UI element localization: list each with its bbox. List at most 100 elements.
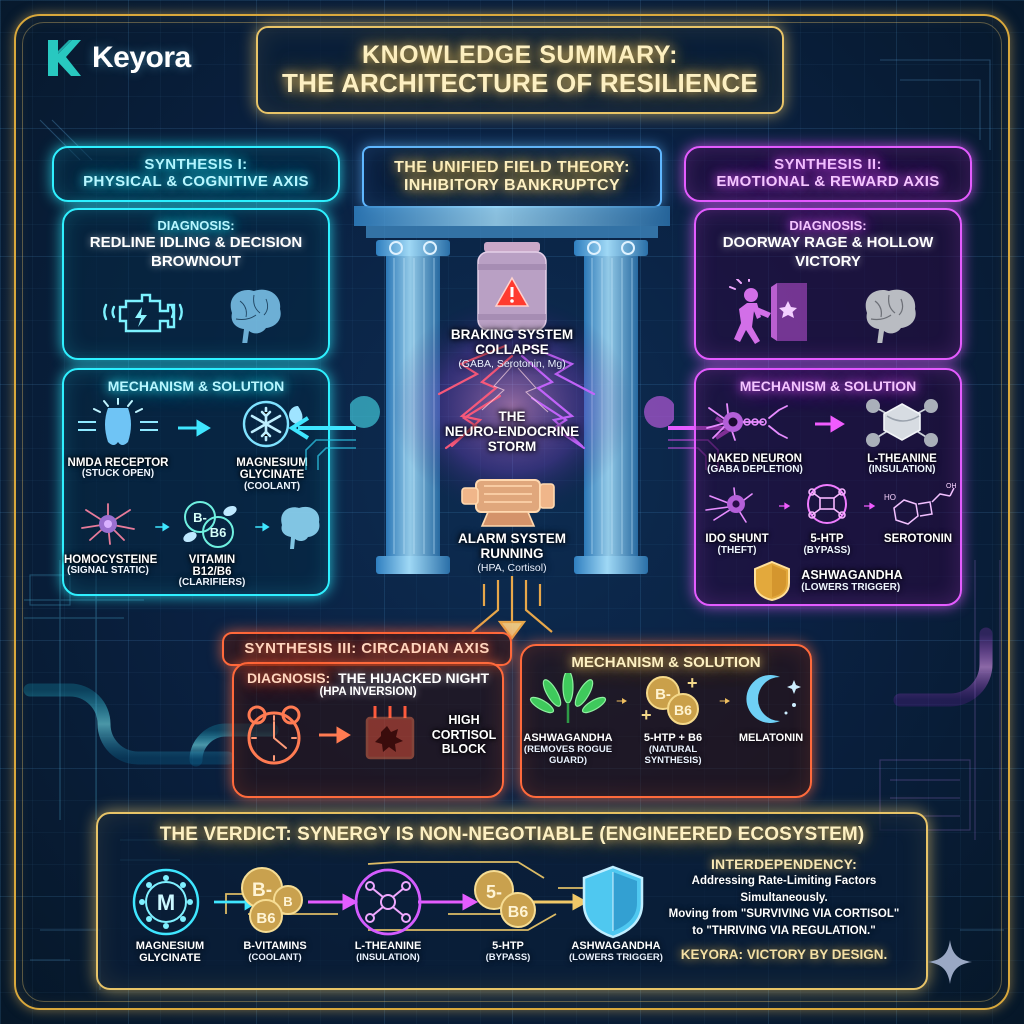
- arrow-right-icon: [616, 698, 627, 704]
- circ-step1-note: (REMOVES ROGUE GUARD): [523, 744, 613, 767]
- chain-1-name: MAGNESIUM GLYCINATE: [135, 940, 205, 965]
- synthesis-3-header-text: SYNTHESIS III: CIRCADIAN AXIS: [244, 639, 490, 657]
- connector-arrow-left: [288, 416, 356, 470]
- gold-shield-icon: [754, 561, 791, 602]
- svg-text:B6: B6: [674, 702, 692, 718]
- nmda-receptor-icon: [78, 397, 158, 445]
- synthesis-1-header: SYNTHESIS I: PHYSICAL & COGNITIVE AXIS: [52, 146, 340, 202]
- right-m-r2-i1-name: IDO SHUNT: [705, 533, 769, 546]
- arrow-right-icon: [178, 419, 211, 437]
- center-mid-line3: STORM: [487, 438, 537, 454]
- verdict-title: THE VERDICT: SYNERGY IS NON-NEGOTIABLE (…: [159, 824, 865, 845]
- chain-3-note: (INSULATION): [356, 952, 420, 964]
- center-top-line1: BRAKING SYSTEM: [450, 327, 574, 342]
- circ-diagnosis-item2-label: HIGH CORTISOL BLOCK: [431, 713, 497, 757]
- inflamed-neuron-icon: [81, 502, 135, 545]
- b-vitamin-pills-icon: B- B6 + +: [641, 673, 699, 725]
- center-top-note: (GABA, Serotonin, Mg): [458, 357, 566, 370]
- chain-label-3: L-THEANINE (INSULATION): [328, 940, 448, 963]
- right-m-r1-i1-note: (GABA DEPLETION): [707, 464, 803, 476]
- brain-icon: [230, 289, 281, 343]
- synthesis-1-header-line2: PHYSICAL & COGNITIVE AXIS: [83, 173, 309, 190]
- svg-text:+: +: [687, 673, 698, 693]
- unified-field-header: THE UNIFIED FIELD THEORY: INHIBITORY BAN…: [362, 146, 662, 208]
- right-diagnosis-line1: DOORWAY RAGE & HOLLOW: [722, 234, 934, 251]
- left-m-r1-i1-note: (STUCK OPEN): [81, 468, 155, 480]
- left-m-r1-i2-name: MAGNESIUM GLYCINATE: [236, 457, 308, 482]
- interdependency-line4: to "THRIVING VIA REGULATION.": [692, 925, 876, 938]
- chain-2-note: (COOLANT): [248, 952, 302, 964]
- ashwagandha-leaf-icon: [529, 670, 607, 723]
- synthesis-1-header-line1: SYNTHESIS I:: [144, 156, 248, 174]
- chain-3-name: L-THEANINE: [354, 940, 422, 952]
- naked-neuron-icon: [706, 403, 788, 441]
- synthesis-2-header-line1: SYNTHESIS II:: [774, 156, 882, 174]
- synthesis-1-mechanism: MECHANISM & SOLUTION NMDA RECEPTOR (STUC…: [62, 368, 330, 596]
- chain-4-name: 5-HTP: [492, 940, 524, 952]
- connector-arrow-down: [471, 576, 553, 640]
- temple-pillars-and-storm: [350, 206, 674, 574]
- arrow-right-icon: [155, 522, 170, 532]
- serotonin-structure-icon: HO OH: [884, 483, 957, 526]
- magnesium-m-icon: M: [132, 868, 200, 936]
- page-title-line1: KNOWLEDGE SUMMARY:: [362, 41, 678, 70]
- center-header-line1: THE UNIFIED FIELD THEORY:: [394, 159, 630, 177]
- chain-label-5: ASHWAGANDHA (LOWERS TRIGGER): [556, 940, 676, 963]
- arrow-right-icon: [779, 502, 791, 510]
- center-bottom-caption: ALARM SYSTEM RUNNING (HPA, Cortisol): [350, 531, 674, 574]
- arrow-right-icon: [815, 415, 845, 433]
- molecule-insulation-icon: [866, 399, 938, 447]
- left-m-r2-i1-note: (SIGNAL STATIC): [67, 565, 149, 577]
- svg-text:B-: B-: [252, 880, 272, 901]
- svg-text:B: B: [283, 894, 292, 909]
- keyora-tagline: KEYORA: VICTORY BY DESIGN.: [680, 946, 888, 962]
- synthesis-3-diagnosis: DIAGNOSIS: THE HIJACKED NIGHT (HPA INVER…: [232, 662, 504, 798]
- synthesis-2-header-line2: EMOTIONAL & REWARD AXIS: [716, 173, 940, 190]
- arrow-right-icon: [719, 698, 730, 704]
- center-bot-note: (HPA, Cortisol): [477, 561, 547, 574]
- svg-text:B6: B6: [210, 525, 227, 540]
- person-slamming-door-icon: [729, 278, 807, 344]
- right-m-r3-note: (LOWERS TRIGGER): [801, 581, 901, 593]
- svg-text:5-: 5-: [486, 882, 502, 902]
- right-m-r3-name: ASHWAGANDHA: [801, 568, 903, 583]
- center-header-line2: INHIBITORY BANKRUPTCY: [403, 177, 621, 194]
- b-vitamin-cluster-icon: B- B B6: [241, 867, 303, 933]
- b-vitamin-capsules-icon: B- B6: [183, 500, 237, 548]
- center-bot-line1: ALARM SYSTEM: [458, 531, 566, 546]
- svg-text:M: M: [157, 890, 175, 915]
- left-m-r2-i2-note: (CLARIFIERS): [178, 577, 246, 589]
- interdependency-line1: Addressing Rate-Limiting Factors: [691, 875, 877, 887]
- four-point-star-icon: [928, 940, 972, 984]
- snowflake-coolant-icon: [242, 400, 303, 448]
- page-title: KNOWLEDGE SUMMARY: THE ARCHITECTURE OF R…: [256, 26, 784, 114]
- right-m-r2-i3-name: SEROTONIN: [883, 533, 953, 546]
- arrow-right-icon: [255, 522, 270, 532]
- right-diagnosis-kicker: DIAGNOSIS:: [789, 218, 867, 233]
- svg-text:B6: B6: [256, 910, 275, 927]
- right-mechanism-title: MECHANISM & SOLUTION: [739, 378, 917, 394]
- neuro-endocrine-storm-panel: BRAKING SYSTEM COLLAPSE (GABA, Serotonin…: [350, 206, 674, 602]
- engine-warning-icon: [103, 293, 183, 332]
- circ-step1-name: ASHWAGANDHA: [523, 732, 613, 744]
- left-mechanism-title: MECHANISM & SOLUTION: [107, 378, 285, 394]
- ido-shunt-neuron-icon: [705, 487, 753, 524]
- arrow-right-icon: [864, 502, 876, 510]
- grey-brain-icon: [865, 289, 916, 343]
- svg-text:+: +: [641, 705, 652, 725]
- synthesis-3-header: SYNTHESIS III: CIRCADIAN AXIS: [222, 632, 512, 666]
- interdependency-line3: Moving from "SURVIVING VIA CORTISOL": [668, 908, 900, 921]
- left-m-r1-i2-note: (COOLANT): [243, 480, 301, 492]
- five-htp-molecule-icon: [807, 484, 847, 525]
- left-diagnosis-line1: REDLINE IDLING & DECISION: [89, 234, 303, 251]
- circ-diagnosis-kicker: DIAGNOSIS:: [246, 670, 331, 686]
- right-m-r1-i1-name: NAKED NEURON: [708, 453, 802, 465]
- circ-diagnosis-main: THE HIJACKED NIGHT: [338, 670, 490, 686]
- brand-logo: Keyora: [46, 38, 191, 78]
- right-m-r2-i2-name: 5-HTP: [810, 533, 844, 546]
- synthesis-1-diagnosis: DIAGNOSIS: REDLINE IDLING & DECISION BRO…: [62, 208, 330, 360]
- verdict-panel: THE VERDICT: SYNERGY IS NON-NEGOTIABLE (…: [96, 812, 928, 990]
- left-m-r1-i1-name: NMDA RECEPTOR: [67, 457, 169, 469]
- left-m-r2-i2-name: VITAMIN B12/B6: [188, 553, 236, 579]
- keyora-k-logo-icon: [48, 40, 81, 76]
